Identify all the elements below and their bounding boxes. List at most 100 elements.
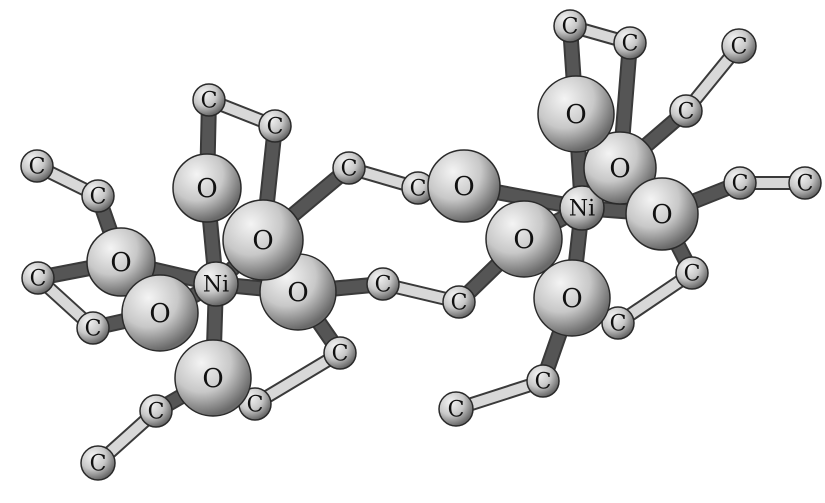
atom-c-c8: C — [323, 336, 357, 370]
atom-label: C — [448, 398, 465, 423]
atom-label: Ni — [569, 197, 595, 222]
atom-ni-ni2: Ni — [559, 185, 605, 231]
atom-label: O — [453, 172, 474, 202]
atom-c-c12: C — [332, 151, 366, 185]
atom-sphere — [81, 179, 115, 213]
atom-label: O — [565, 100, 586, 130]
atom-ni-ni1: Ni — [193, 261, 239, 307]
atom-sphere — [485, 200, 563, 278]
atom-sphere — [438, 391, 474, 427]
atom-label: C — [341, 157, 358, 182]
atom-sphere — [192, 83, 226, 117]
atom-sphere — [222, 199, 304, 281]
atom-label: C — [29, 155, 46, 180]
atom-sphere — [21, 261, 55, 295]
atom-c-c1: C — [20, 149, 54, 183]
atom-sphere — [332, 151, 366, 185]
atom-label: C — [562, 15, 579, 40]
atom-label: C — [732, 172, 749, 197]
atom-label: C — [30, 267, 47, 292]
atom-c-c3: C — [21, 261, 55, 295]
atom-sphere — [526, 364, 560, 398]
atom-c-c18: C — [675, 256, 709, 290]
atom-c-c15: C — [526, 364, 560, 398]
atom-label: O — [561, 284, 582, 314]
atom-label: C — [247, 393, 264, 418]
atom-label: C — [610, 312, 627, 337]
atom-label: C — [535, 370, 552, 395]
atom-label: C — [332, 342, 349, 367]
atom-sphere — [721, 28, 757, 64]
atom-o-o10: O — [625, 177, 699, 251]
atom-sphere — [537, 75, 615, 153]
atom-c-c20: C — [613, 26, 647, 60]
atom-o-o11: O — [485, 200, 563, 278]
atom-o-o8: O — [583, 131, 657, 205]
atom-c-c5: C — [80, 445, 116, 481]
atom-sphere — [625, 177, 699, 251]
atom-sphere — [533, 259, 611, 337]
atom-sphere — [193, 261, 239, 307]
atom-label: O — [202, 364, 223, 394]
atom-c-c2: C — [81, 179, 115, 213]
atom-sphere — [121, 274, 199, 352]
atom-label: O — [651, 200, 672, 230]
atom-label: C — [375, 273, 392, 298]
atom-o-o2: O — [86, 227, 156, 297]
atom-c-c4: C — [76, 311, 110, 345]
atom-sphere — [80, 445, 116, 481]
atom-c-c6: C — [139, 394, 173, 428]
atom-o-o3: O — [222, 199, 304, 281]
atom-sphere — [723, 166, 757, 200]
atom-o-o1: O — [172, 153, 242, 223]
atom-c-c17: C — [601, 306, 635, 340]
atom-sphere — [613, 26, 647, 60]
atom-label: C — [90, 452, 107, 477]
atom-label: C — [622, 32, 639, 57]
atom-sphere — [675, 256, 709, 290]
atom-c-c16: C — [438, 391, 474, 427]
atom-sphere — [258, 109, 292, 143]
atom-c-c14: C — [442, 285, 476, 319]
atom-o-o9: O — [427, 149, 501, 223]
atom-label: O — [149, 299, 170, 329]
atom-label: O — [287, 278, 308, 308]
atom-c-c9: C — [366, 267, 400, 301]
atom-sphere — [583, 131, 657, 205]
atom-label: O — [196, 174, 217, 204]
atom-c-c24: C — [788, 166, 822, 200]
atom-o-o6: O — [174, 339, 252, 417]
atom-label: Ni — [203, 273, 229, 298]
atom-sphere — [323, 336, 357, 370]
atom-label: C — [148, 400, 165, 425]
atom-label: C — [267, 115, 284, 140]
atom-label: O — [513, 225, 534, 255]
atom-c-c13: C — [401, 171, 435, 205]
atom-sphere — [174, 339, 252, 417]
atom-label: C — [90, 185, 107, 210]
atom-label: C — [684, 262, 701, 287]
atom-sphere — [669, 94, 703, 128]
atom-label: C — [201, 89, 218, 114]
atom-sphere — [20, 149, 54, 183]
atom-label: O — [252, 226, 273, 256]
atom-label: C — [451, 291, 468, 316]
atom-c-c22: C — [669, 94, 703, 128]
atom-sphere — [553, 9, 587, 43]
atom-sphere — [427, 149, 501, 223]
atom-label: C — [85, 317, 102, 342]
atom-o-o4: O — [121, 274, 199, 352]
atom-sphere — [788, 166, 822, 200]
atom-c-c11: C — [258, 109, 292, 143]
atom-sphere — [366, 267, 400, 301]
atom-label: C — [797, 172, 814, 197]
atom-label: C — [410, 177, 427, 202]
atom-o-o7: O — [537, 75, 615, 153]
atom-label: O — [609, 154, 630, 184]
atom-sphere — [559, 185, 605, 231]
atom-sphere — [86, 227, 156, 297]
atom-c-c19: C — [553, 9, 587, 43]
atom-label: O — [110, 248, 131, 278]
